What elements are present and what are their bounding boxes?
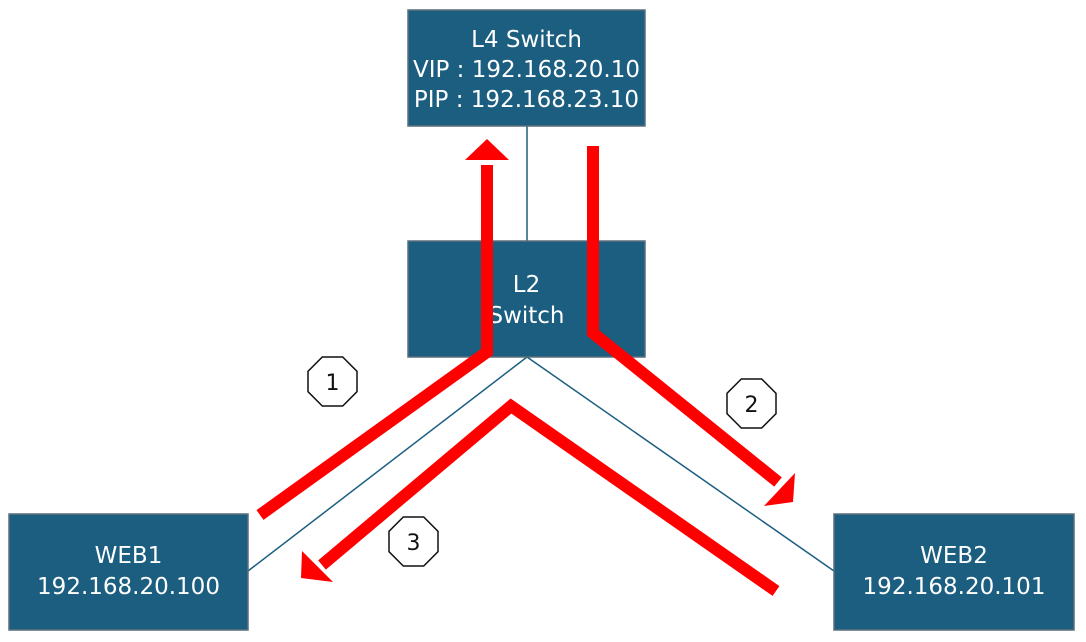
web2-node: WEB2 192.168.20.101 — [833, 513, 1075, 631]
traffic-flow-arrows — [256, 139, 795, 596]
web2-box — [833, 513, 1075, 631]
l4-switch-title: L4 Switch — [471, 27, 582, 53]
flow-arrow-3-head — [301, 551, 333, 582]
web1-node: WEB1 192.168.20.100 — [8, 513, 249, 631]
l4-switch-vip: VIP : 192.168.20.10 — [413, 57, 640, 83]
flow-arrow-1-shaft — [256, 165, 493, 520]
web2-name: WEB2 — [920, 543, 988, 569]
step-1-badge: 1 — [307, 356, 358, 407]
flow-arrow-2-shaft — [587, 146, 782, 487]
step-2-label: 2 — [745, 393, 759, 418]
l4-switch-pip: PIP : 192.168.23.10 — [414, 87, 639, 113]
l4-switch-node: L4 Switch VIP : 192.168.20.10 PIP : 192.… — [407, 9, 646, 127]
flow-arrow-2-head — [764, 473, 795, 506]
l2-switch-label-line1: L2 — [513, 272, 540, 298]
link-l2-to-web1 — [247, 356, 528, 572]
step-1-label: 1 — [326, 371, 340, 396]
flow-arrow-1-head — [465, 139, 509, 160]
l4-switch-box — [407, 9, 646, 127]
web1-box — [8, 513, 249, 631]
l2-switch-label-line2: Switch — [488, 303, 564, 329]
step-3-badge: 3 — [388, 516, 439, 567]
step-2-badge: 2 — [726, 378, 777, 429]
web2-ip: 192.168.20.101 — [863, 574, 1046, 600]
step-1-octagon — [307, 356, 358, 407]
step-2-octagon — [726, 378, 777, 429]
web1-ip: 192.168.20.100 — [37, 574, 220, 600]
flow-arrow-3-shaft — [318, 398, 780, 596]
web1-name: WEB1 — [95, 543, 163, 569]
network-links — [247, 126, 835, 572]
link-l2-to-web2 — [526, 356, 835, 572]
step-3-label: 3 — [407, 531, 421, 556]
step-3-octagon — [388, 516, 439, 567]
